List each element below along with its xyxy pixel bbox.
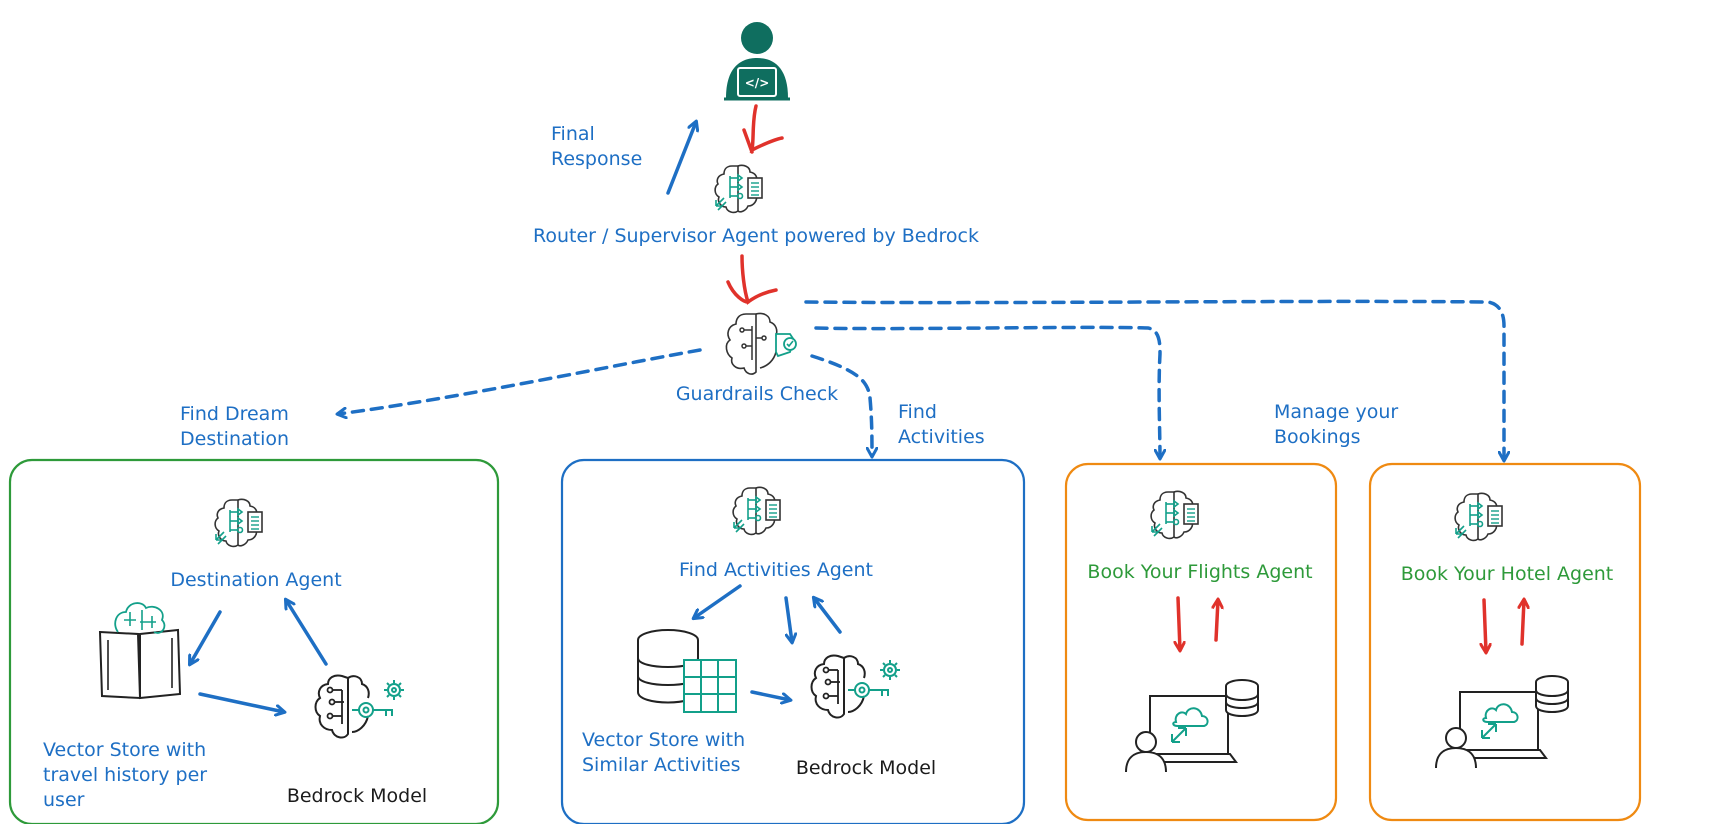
act-vector-line2: Similar Activities (582, 754, 741, 776)
request-arrow (749, 104, 784, 154)
find-activities-agent-icon (732, 486, 781, 536)
route-book-hotel (804, 299, 1504, 460)
flights-request-arrow (1178, 596, 1180, 650)
activities-model-to-agent-arrow (814, 598, 842, 634)
model-to-dest-agent-arrow (286, 600, 328, 666)
final-response-label: Final Response (551, 122, 642, 172)
destination-agent-label: Destination Agent (170, 569, 342, 591)
activities-group-box (560, 458, 1026, 824)
destination-bedrock-model-icon (314, 674, 405, 739)
destination-agent-icon (214, 498, 263, 548)
activities-bedrock-model-label: Bedrock Model (795, 757, 937, 779)
vector-store-book-icon (98, 602, 182, 700)
flights-response-arrow (1216, 600, 1218, 642)
router-to-guardrails-arrow (740, 254, 778, 305)
guardrails-brain-icon (725, 312, 797, 375)
find-activities-line1: Find (898, 401, 937, 423)
book-flights-agent-label: Book Your Flights Agent (1087, 561, 1313, 583)
route-find-activities (810, 354, 872, 456)
find-activities-agent-label: Find Activities Agent (679, 559, 873, 581)
dest-vector-line3: user (43, 789, 85, 811)
find-activities-line2: Activities (898, 426, 985, 448)
vector-to-model-arrow (198, 692, 284, 712)
route-book-flights (814, 325, 1160, 458)
svg-text:</>: </> (745, 76, 770, 90)
destination-vector-store-label: Vector Store with travel history per use… (43, 738, 207, 813)
final-response-arrow (666, 122, 696, 195)
dest-vector-line2: travel history per (43, 764, 208, 786)
hotel-booking-system-icon (1435, 675, 1569, 769)
destination-group-box (8, 458, 500, 824)
book-hotel-agent-icon (1454, 492, 1503, 542)
find-activities-label: Find Activities (898, 400, 985, 450)
act-vector-line1: Vector Store with (582, 729, 746, 751)
hotel-group-box (1368, 462, 1642, 822)
activities-bedrock-model-icon (810, 654, 901, 719)
book-flights-agent-icon (1150, 490, 1199, 540)
final-response-line1: Final (551, 123, 595, 145)
flights-booking-system-icon (1125, 679, 1259, 773)
hotel-response-arrow (1522, 600, 1524, 646)
router-agent-label: Router / Supervisor Agent powered by Bed… (533, 225, 979, 247)
hotel-request-arrow (1484, 598, 1486, 652)
developer-user-icon: </> (724, 22, 790, 101)
final-response-line2: Response (551, 148, 643, 170)
activities-agent-to-model-arrow (784, 596, 792, 642)
find-dream-label: Find Dream Destination (180, 402, 289, 452)
manage-bookings-label: Manage your Bookings (1274, 400, 1398, 450)
find-dream-line1: Find Dream (180, 403, 289, 425)
find-dream-line2: Destination (180, 428, 290, 450)
route-find-dream (338, 348, 702, 414)
activities-vector-store-label: Vector Store with Similar Activities (582, 728, 745, 778)
destination-bedrock-model-label: Bedrock Model (286, 785, 428, 807)
dest-vector-line1: Vector Store with (43, 739, 207, 761)
activities-agent-to-vector-arrow (694, 584, 742, 618)
manage-bookings-line2: Bookings (1274, 426, 1361, 448)
activities-vector-to-model-arrow (750, 690, 790, 700)
book-hotel-agent-label: Book Your Hotel Agent (1400, 563, 1614, 585)
dest-agent-to-vector-arrow (190, 610, 222, 664)
router-agent-icon (714, 164, 763, 214)
manage-bookings-line1: Manage your (1274, 401, 1399, 423)
flights-group-box (1064, 462, 1338, 822)
vector-store-db-icon (637, 629, 737, 713)
guardrails-label: Guardrails Check (675, 383, 839, 405)
